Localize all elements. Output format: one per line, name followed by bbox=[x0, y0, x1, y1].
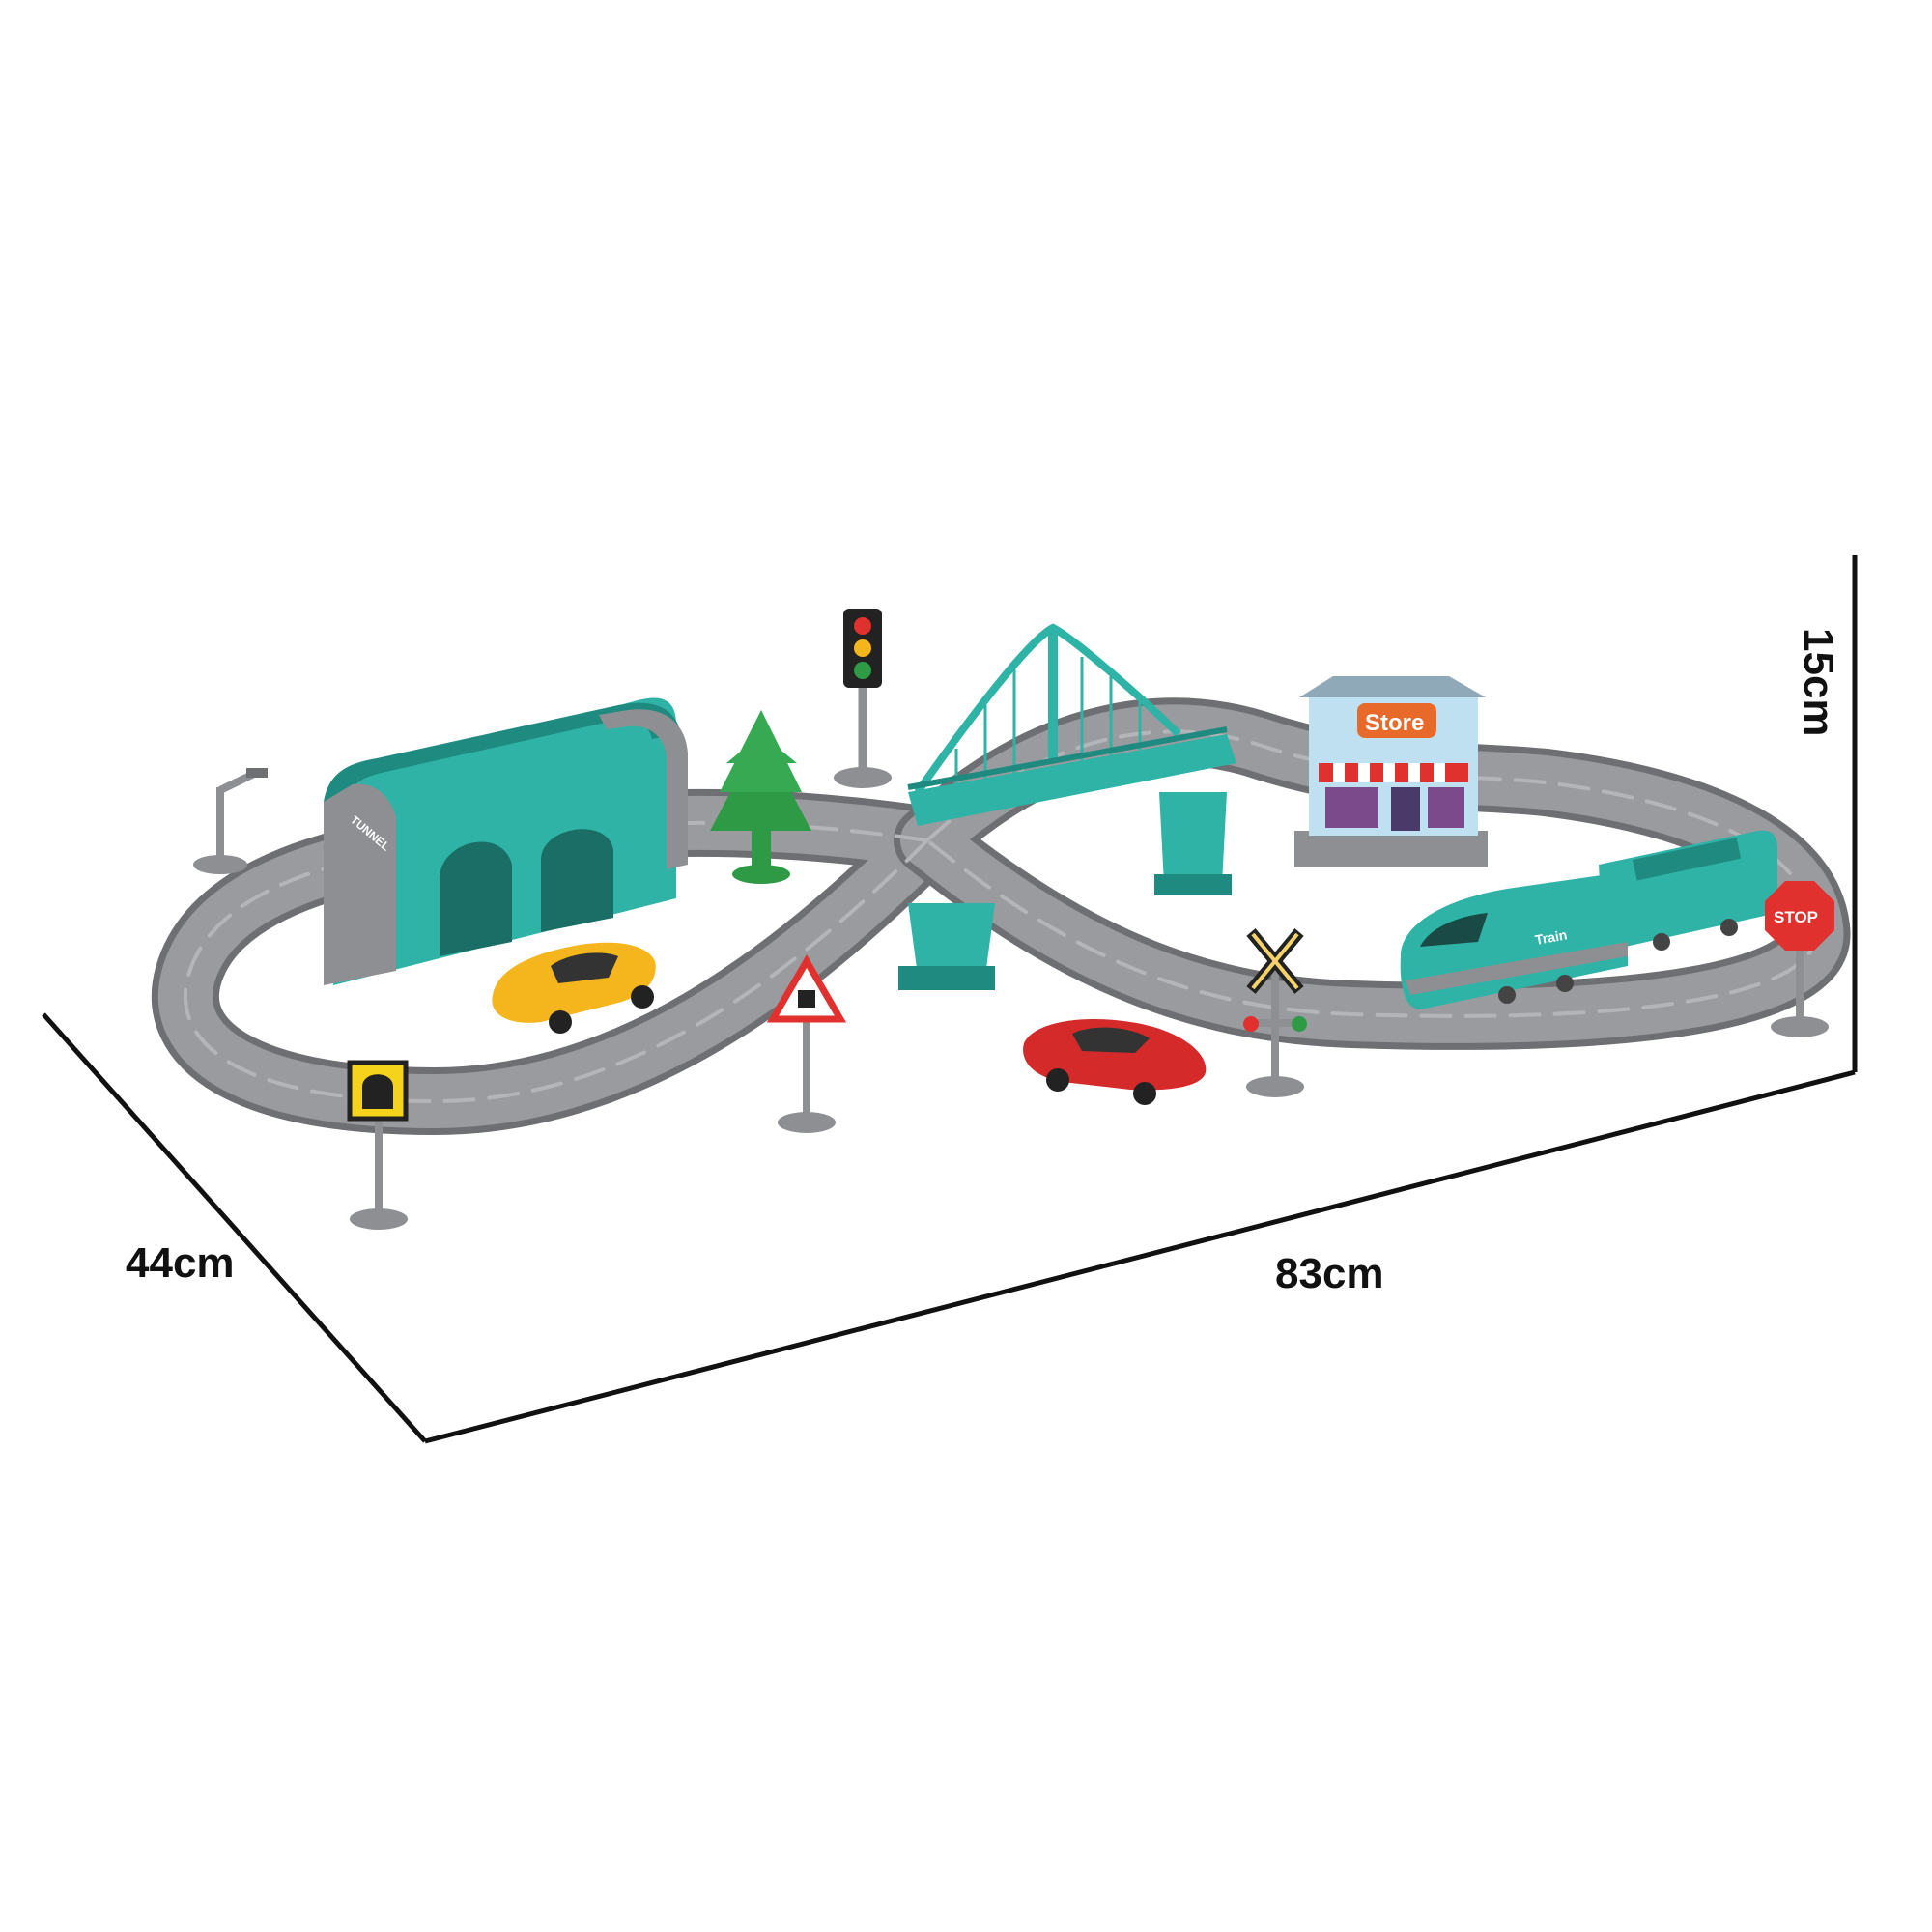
tree-trunk bbox=[752, 821, 771, 874]
warning-sign-train-icon bbox=[798, 990, 815, 1008]
yellow-car-body bbox=[492, 942, 656, 1023]
crossing-light-green bbox=[1292, 1016, 1307, 1032]
stop-sign-text: STOP bbox=[1774, 908, 1818, 926]
stop-sign-base bbox=[1771, 1016, 1829, 1037]
toy-train: Train bbox=[1400, 830, 1777, 1009]
stop-sign: STOP bbox=[1765, 881, 1834, 1037]
tunnel-back-frame bbox=[599, 709, 688, 869]
crossing-light-red bbox=[1243, 1016, 1259, 1032]
crossing-bar-4 bbox=[1251, 932, 1299, 990]
train-warning-sign bbox=[766, 954, 847, 1133]
red-car-wheel-2 bbox=[1133, 1082, 1156, 1105]
bridge-deck bbox=[908, 734, 1236, 826]
lamp-base bbox=[193, 855, 247, 874]
tunnel-arch-2 bbox=[541, 829, 613, 932]
depth-line bbox=[42, 1012, 427, 1443]
tunnel: TUNNEL bbox=[324, 697, 688, 985]
stop-sign-octagon bbox=[1765, 881, 1834, 951]
track-groove-right bbox=[925, 729, 1819, 1018]
width-line bbox=[424, 1069, 1856, 1444]
bridge-pier-left-base bbox=[898, 966, 995, 990]
train-wheels bbox=[1498, 919, 1738, 1004]
height-label: 15cm bbox=[1795, 628, 1842, 737]
tunnel-sign-icon bbox=[362, 1074, 393, 1109]
bridge-pier-left bbox=[908, 903, 995, 976]
crossing-light-bar bbox=[1246, 1019, 1306, 1027]
red-toy-car bbox=[1023, 1018, 1207, 1105]
pine-tree bbox=[710, 710, 811, 884]
bridge-railing bbox=[907, 726, 1228, 790]
store-window bbox=[1325, 787, 1378, 828]
suspension-bridge bbox=[898, 623, 1236, 990]
yellow-car-window bbox=[551, 952, 618, 983]
width-label: 83cm bbox=[1275, 1250, 1384, 1297]
store-sign-board bbox=[1357, 703, 1436, 738]
tunnel-sign-base bbox=[350, 1208, 408, 1230]
store-sign-text: Store bbox=[1365, 710, 1424, 736]
yellow-toy-car bbox=[492, 942, 656, 1034]
train-carriage-window bbox=[1633, 838, 1742, 881]
traffic-light-base bbox=[834, 767, 892, 788]
bridge-pier-right-base bbox=[1154, 874, 1232, 895]
yellow-car-wheel-2 bbox=[631, 985, 654, 1009]
traffic-light-yellow bbox=[854, 639, 871, 657]
traffic-light-red bbox=[854, 617, 871, 635]
store-base bbox=[1294, 831, 1488, 867]
store-window-2 bbox=[1428, 787, 1464, 828]
train-nose-window bbox=[1420, 913, 1488, 947]
warning-sign-base bbox=[778, 1112, 836, 1133]
yellow-car-wheel-1 bbox=[549, 1010, 572, 1034]
bridge-hangers bbox=[954, 657, 1142, 787]
traffic-light-green bbox=[854, 662, 871, 679]
railroad-crossing-sign bbox=[1243, 928, 1307, 1097]
train-stripe bbox=[1406, 942, 1628, 995]
tunnel-front-frame bbox=[324, 783, 396, 985]
store-door bbox=[1391, 787, 1420, 831]
store-building: Store bbox=[1294, 676, 1488, 867]
red-car-wheel-1 bbox=[1046, 1068, 1069, 1092]
lamp-head bbox=[246, 768, 268, 778]
tree-layer-3 bbox=[726, 734, 797, 763]
red-car-body bbox=[1023, 1018, 1207, 1091]
bridge-pier-right bbox=[1159, 792, 1227, 884]
dimension-lines bbox=[42, 555, 1858, 1444]
crossing-base bbox=[1246, 1076, 1304, 1097]
tunnel-sign bbox=[347, 1060, 409, 1230]
tunnel-arch-1 bbox=[440, 841, 512, 956]
street-lamp bbox=[193, 768, 268, 874]
train-text: Train bbox=[1534, 926, 1569, 948]
red-car-window bbox=[1072, 1027, 1150, 1053]
depth-label: 44cm bbox=[126, 1239, 235, 1287]
store-awning-stripes bbox=[1333, 763, 1445, 782]
store-roof bbox=[1299, 676, 1486, 697]
traffic-light bbox=[834, 609, 892, 788]
